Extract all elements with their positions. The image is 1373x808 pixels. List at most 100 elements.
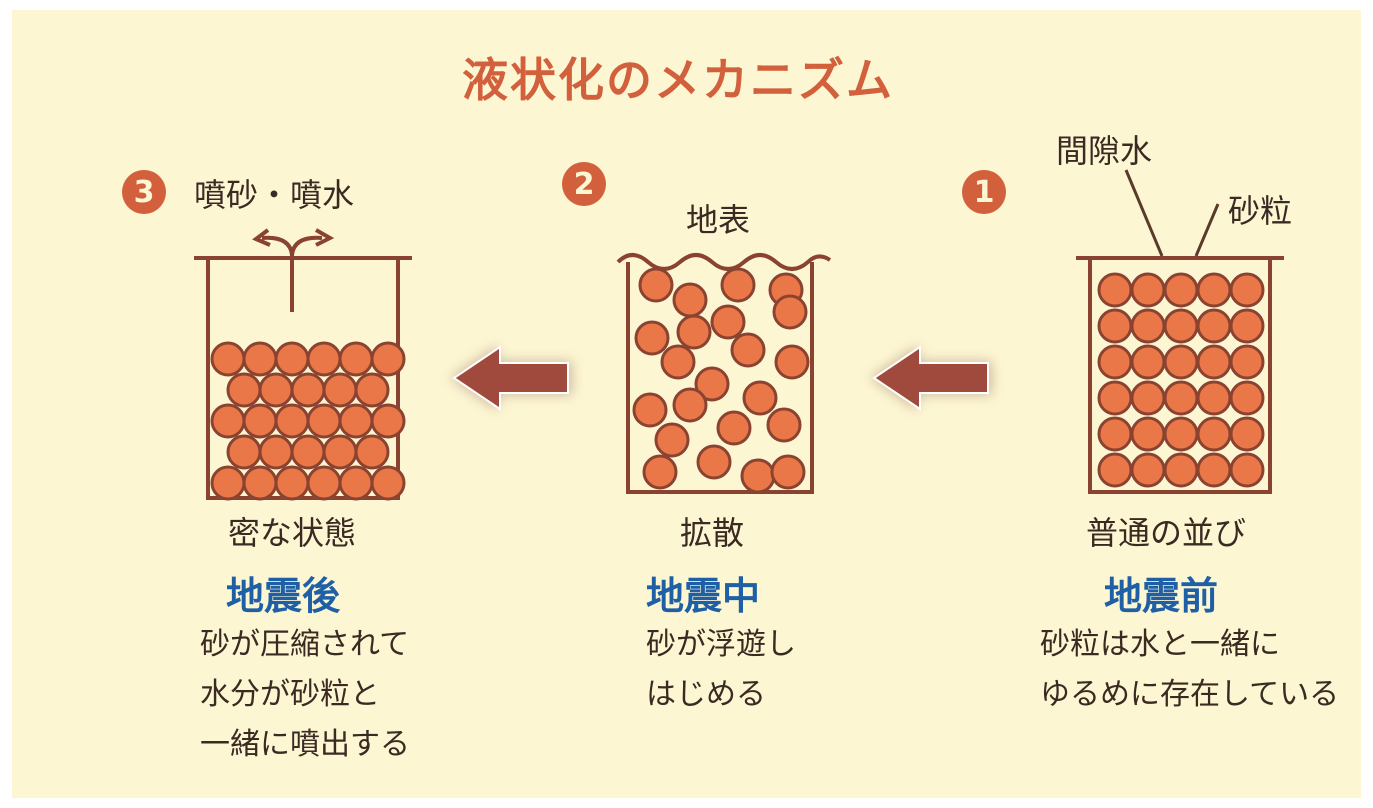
sand-grain [274,341,310,377]
stage-2-description: 砂が浮遊し はじめる [646,627,796,712]
sand-grain [694,366,730,402]
sand-grain [672,387,708,423]
sand-grain [370,341,406,377]
sand-grain [210,403,246,439]
sand-grain [654,422,690,458]
sand-grain [290,434,326,470]
sand-grain [1196,308,1232,344]
sand-grain [720,267,756,303]
sand-grain [1163,452,1199,488]
sand-grain [742,380,778,416]
sand-grain [1163,416,1199,452]
sand-grain [306,403,342,439]
sand-grain [258,434,294,470]
sand-grain [1097,380,1133,416]
sand-grain [1163,344,1199,380]
grains-during [632,267,810,494]
sand-grain [242,341,278,377]
stage-3-phase: 地震後 [226,574,341,618]
step-1-badge: 1 [962,170,1006,214]
sand-grain [306,341,342,377]
sand-grain [1196,272,1232,308]
sand-grain [1163,308,1199,344]
sand-grain [770,454,806,490]
sand-grain-label: 砂粒 [1228,192,1293,230]
sand-grain [338,465,374,501]
pore-water-label: 間隙水 [1056,132,1153,170]
sand-grain [226,372,262,408]
sand-grain [660,344,696,380]
sand-grain [1130,272,1166,308]
sand-grain [290,372,326,408]
water-spout-arrow [252,228,335,312]
sand-grain [1097,308,1133,344]
sand-grain [1097,452,1133,488]
sand-grain [1130,308,1166,344]
sand-grain [1229,416,1265,452]
sand-grain [772,294,808,330]
step-3-badge: 3 [122,170,166,214]
sand-grain [370,403,406,439]
sand-grain [338,403,374,439]
sand-grain [1196,380,1232,416]
step-2-badge: 2 [562,162,606,206]
sand-grain [730,332,766,368]
sand-grain [1097,416,1133,452]
sand-grain [634,320,670,356]
pointer-lines [1124,169,1220,257]
sand-grain [322,434,358,470]
sand-grain [258,372,294,408]
sand-grain [1196,416,1232,452]
sand-grain [242,465,278,501]
sand-grain [338,341,374,377]
sand-grain [1130,344,1166,380]
ground-surface-label: 地表 [686,201,751,239]
sand-grain [716,410,752,446]
sand-grain [1229,308,1265,344]
sand-grain [306,465,342,501]
sand-grain [1229,344,1265,380]
sand-grain [1163,272,1199,308]
sand-grain [1130,452,1166,488]
sand-grain [322,372,358,408]
sand-grain [1130,380,1166,416]
grains-before [1097,272,1265,488]
grains-after [210,341,406,501]
sand-grain [672,282,708,318]
sand-grain [1229,452,1265,488]
sand-grain [210,341,246,377]
sand-grain [242,403,278,439]
sand-grain [1196,452,1232,488]
sand-grain [676,314,712,350]
sand-grain [774,344,810,380]
stage-1-state: 普通の並び [1086,514,1247,552]
stage-1-description: 砂粒は水と一緒に ゆるめに存在している [1040,627,1340,712]
sand-grain [210,465,246,501]
sand-grain [1163,380,1199,416]
stage-3-state: 密な状態 [228,514,357,552]
sand-grain [696,444,732,480]
sand-grain [274,465,310,501]
container-after [194,256,412,500]
sand-grain [638,267,674,303]
stage-2-state: 拡散 [680,514,745,552]
sand-grain [226,434,262,470]
stage-2-phase: 地震中 [646,574,761,618]
diagram-title: 液状化のメカニズム [462,53,894,107]
sand-grain [766,407,802,443]
sand-grain [632,392,668,428]
sand-grain [1229,272,1265,308]
sand-grain [740,458,776,494]
sand-grain [1097,272,1133,308]
sand-grain [1130,416,1166,452]
sand-grain [354,434,390,470]
sand-grain [370,465,406,501]
stage-3-description: 砂が圧縮されて 水分が砂粒と 一緒に噴出する [200,627,410,762]
stage-1-phase: 地震前 [1104,574,1219,618]
arrow-stage1-to-stage2 [870,345,992,411]
sand-grain [710,304,746,340]
container-before [1076,256,1284,494]
container-during [616,253,832,494]
arrow-stage2-to-stage3 [450,345,572,411]
sand-grain [354,372,390,408]
